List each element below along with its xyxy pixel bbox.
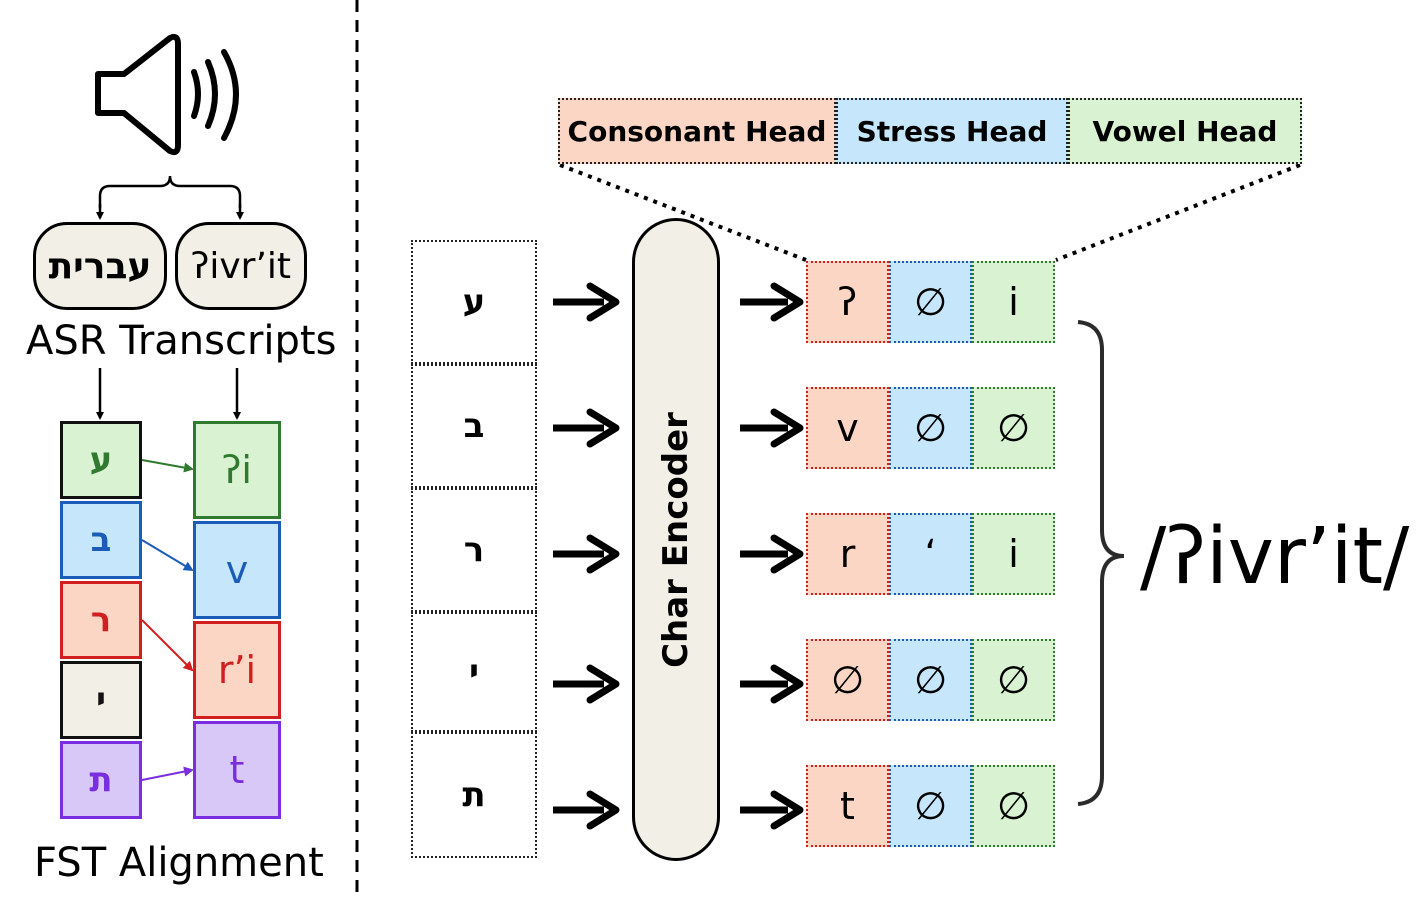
split-bracket [98, 175, 242, 208]
align-hebrew-char-2-text: ב [90, 520, 112, 560]
output-consonant-cell-5: t [806, 765, 889, 847]
align-ipa-segment-3-text: rʼi [217, 648, 257, 692]
align-ipa-segment-1-text: ʔi [222, 448, 252, 492]
output-consonant-cell-1: ʔ [806, 261, 889, 343]
output-vowel-cell-3: i [972, 513, 1055, 595]
output-vowel-cell-4: ∅ [972, 639, 1055, 721]
output-consonant-value-3: r [839, 532, 856, 576]
align-link-3 [141, 619, 194, 672]
input-to-encoder-arrow-5 [553, 790, 620, 830]
encoder-to-heads-arrow-1 [740, 282, 804, 322]
alignment-caption: FST Alignment [34, 840, 324, 886]
align-ipa-segment-2-text: v [225, 548, 249, 592]
align-link-1 [141, 459, 194, 473]
output-vowel-value-1: i [1008, 280, 1019, 324]
input-to-encoder-arrow-2 [553, 408, 620, 448]
output-stress-value-3: ʻ [924, 532, 937, 576]
output-consonant-value-2: v [836, 406, 859, 450]
transcript-hebrew-text: עברית [48, 245, 152, 287]
output-consonant-cell-4: ∅ [806, 639, 889, 721]
align-ipa-segment-1: ʔi [193, 421, 281, 519]
char-encoder-block: Char Encoder [632, 218, 720, 861]
output-stress-value-5: ∅ [913, 784, 948, 828]
output-stress-value-1: ∅ [913, 280, 948, 324]
output-vowel-value-4: ∅ [996, 658, 1031, 702]
input-to-encoder-arrow-3 [553, 534, 620, 574]
align-hebrew-char-3-text: ר [90, 600, 112, 640]
output-stress-value-4: ∅ [913, 658, 948, 702]
pronunciation-result: /ʔivrʼit/ [1140, 512, 1410, 602]
output-stress-cell-5: ∅ [889, 765, 972, 847]
vowel-head-label: Vowel Head [1068, 98, 1302, 164]
align-hebrew-char-1: ע [60, 421, 142, 499]
encoder-to-heads-arrow-3 [740, 534, 804, 574]
output-consonant-value-1: ʔ [837, 280, 858, 324]
output-stress-cell-2: ∅ [889, 387, 972, 469]
head-funnel-left [559, 163, 807, 262]
input-char-5: ת [411, 732, 537, 858]
encoder-to-heads-arrow-4 [740, 664, 804, 704]
output-stress-value-2: ∅ [913, 406, 948, 450]
transcript-hebrew-pill: עברית [33, 222, 167, 310]
output-stress-cell-3: ʻ [889, 513, 972, 595]
output-consonant-value-4: ∅ [830, 658, 865, 702]
input-to-encoder-arrow-4 [553, 664, 620, 704]
align-ipa-segment-4-text: t [229, 748, 245, 792]
char-encoder-label: Char Encoder [656, 411, 696, 668]
output-vowel-value-5: ∅ [996, 784, 1031, 828]
output-vowel-value-2: ∅ [996, 406, 1031, 450]
align-ipa-segment-3: rʼi [193, 621, 281, 719]
transcript-ipa-text: ʔivrʼit [190, 245, 292, 287]
stress-head-label: Stress Head [836, 98, 1068, 164]
input-char-4-text: י [468, 652, 479, 692]
align-ipa-segment-2: v [193, 521, 281, 619]
output-vowel-cell-1: i [972, 261, 1055, 343]
align-ipa-segment-4: t [193, 721, 281, 819]
align-link-5 [141, 766, 194, 781]
input-char-2: ב [411, 364, 537, 488]
input-char-5-text: ת [462, 775, 486, 815]
align-hebrew-char-1-text: ע [89, 440, 113, 480]
output-vowel-cell-5: ∅ [972, 765, 1055, 847]
align-link-2 [141, 539, 194, 572]
align-hebrew-char-4: י [60, 661, 142, 739]
input-char-1-text: ע [462, 282, 486, 322]
consonant-head-label-text: Consonant Head [567, 114, 827, 148]
input-char-3-text: ר [463, 530, 485, 570]
transcript-ipa-pill: ʔivrʼit [175, 222, 307, 310]
align-hebrew-char-5-text: ת [89, 760, 113, 800]
input-char-3: ר [411, 488, 537, 612]
input-char-2-text: ב [463, 406, 485, 446]
output-vowel-cell-2: ∅ [972, 387, 1055, 469]
output-consonant-value-5: t [840, 784, 855, 828]
output-stress-cell-1: ∅ [889, 261, 972, 343]
align-hebrew-char-3: ר [60, 581, 142, 659]
transcripts-caption: ASR Transcripts [26, 318, 337, 364]
stress-head-label-text: Stress Head [856, 114, 1048, 148]
align-hebrew-char-4-text: י [95, 680, 106, 720]
speaker-icon [95, 33, 239, 156]
input-char-4: י [411, 612, 537, 732]
output-stress-cell-4: ∅ [889, 639, 972, 721]
output-consonant-cell-2: v [806, 387, 889, 469]
encoder-to-heads-arrow-2 [740, 408, 804, 448]
input-to-encoder-arrow-1 [553, 282, 620, 322]
align-hebrew-char-5: ת [60, 741, 142, 819]
output-vowel-value-3: i [1008, 532, 1019, 576]
encoder-to-heads-arrow-5 [740, 790, 804, 830]
head-funnel-right [1055, 163, 1301, 262]
output-consonant-cell-3: r [806, 513, 889, 595]
align-hebrew-char-2: ב [60, 501, 142, 579]
vowel-head-label-text: Vowel Head [1092, 114, 1278, 148]
consonant-head-label: Consonant Head [558, 98, 836, 164]
output-brace [1077, 320, 1125, 806]
input-char-1: ע [411, 240, 537, 364]
